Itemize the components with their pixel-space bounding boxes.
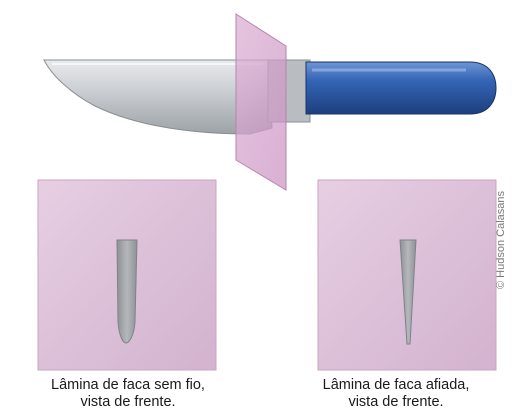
blunt-blade-section bbox=[117, 240, 137, 343]
caption-sharp-line2: vista de frente. bbox=[286, 394, 506, 411]
cutting-plane bbox=[236, 14, 286, 190]
sharp-blade-panel bbox=[318, 180, 496, 370]
caption-blunt-line1: Lâmina de faca sem fio, bbox=[18, 377, 238, 394]
caption-blunt-blade: Lâmina de faca sem fio, vista de frente. bbox=[18, 377, 238, 411]
caption-blunt-line2: vista de frente. bbox=[18, 394, 238, 411]
caption-sharp-line1: Lâmina de faca afiada, bbox=[286, 377, 506, 394]
blunt-blade-panel bbox=[38, 180, 216, 370]
image-credit: © Hudson Calasans bbox=[495, 191, 507, 289]
caption-sharp-blade: Lâmina de faca afiada, vista de frente. bbox=[286, 377, 506, 411]
